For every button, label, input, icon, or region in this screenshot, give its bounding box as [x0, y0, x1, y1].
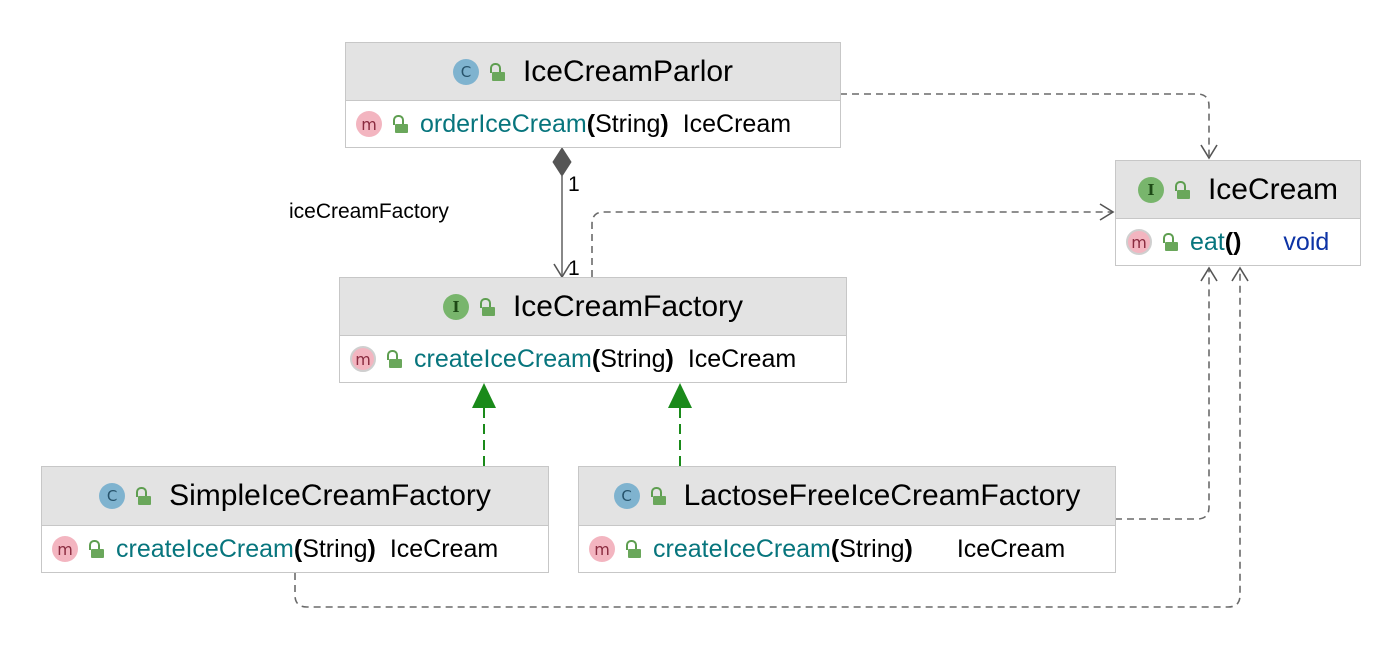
- interface-icon: I: [1137, 176, 1164, 203]
- public-lock-icon: [1174, 180, 1190, 199]
- source-multiplicity: 1: [568, 173, 580, 196]
- class-icon: C: [99, 483, 126, 509]
- public-lock-icon: [479, 297, 495, 316]
- method-params: String: [600, 344, 666, 373]
- method-params: String: [595, 109, 661, 138]
- method-params: String: [302, 534, 368, 563]
- method-name: orderIceCream: [420, 109, 587, 138]
- method-params: String: [839, 534, 905, 563]
- method-row[interactable]: m orderIceCream ( String ) IceCream: [346, 101, 840, 147]
- class-name: IceCreamFactory: [512, 289, 744, 323]
- method-return-type: void: [1283, 227, 1330, 256]
- method-return-type: IceCream: [682, 109, 792, 138]
- abstract-method-icon: m: [350, 346, 376, 372]
- param-parens: (): [1224, 227, 1242, 256]
- class-name: SimpleIceCreamFactory: [169, 479, 491, 512]
- method-icon: m: [589, 536, 615, 562]
- method-name: createIceCream: [116, 534, 294, 563]
- param-open: (: [591, 344, 601, 373]
- class-header: I IceCreamFactory: [340, 278, 846, 336]
- method-icon: m: [52, 536, 78, 562]
- interface-icecreamfactory[interactable]: I IceCreamFactory m createIceCream ( Str…: [339, 277, 847, 383]
- realization-lactosefree-arrowhead: [668, 383, 692, 408]
- class-header: I IceCream: [1116, 161, 1360, 219]
- method-name: createIceCream: [414, 344, 592, 373]
- public-lock-icon: [88, 540, 104, 558]
- composition-diamond: [552, 147, 572, 177]
- class-header: C LactoseFreeIceCreamFactory: [579, 467, 1115, 526]
- class-icon: C: [613, 483, 640, 509]
- dependency-parlor-to-icecream: [840, 93, 1210, 156]
- class-name: IceCream: [1207, 172, 1339, 206]
- method-name: createIceCream: [653, 534, 831, 563]
- param-close: ): [367, 534, 376, 563]
- param-open: (: [830, 534, 840, 563]
- class-simpleicecreamfactory[interactable]: C SimpleIceCreamFactory m createIceCream…: [41, 466, 549, 573]
- public-lock-icon: [650, 487, 666, 505]
- dependency-arrowhead: [1200, 266, 1218, 282]
- association-label: iceCreamFactory: [289, 200, 449, 223]
- class-icon: C: [452, 58, 479, 85]
- method-row[interactable]: m createIceCream ( String ) IceCream: [42, 526, 548, 572]
- param-open: (: [586, 109, 596, 138]
- public-lock-icon: [135, 487, 152, 505]
- dependency-factory-to-icecream: [591, 211, 1112, 277]
- method-return-type: IceCream: [956, 534, 1066, 563]
- dependency-lactosefree-to-icecream: [1115, 270, 1210, 520]
- dependency-arrowhead: [1099, 203, 1115, 221]
- public-lock-icon: [625, 540, 641, 558]
- param-close: ): [660, 109, 669, 138]
- class-lactosefreeicecreamfactory[interactable]: C LactoseFreeIceCreamFactory m createIce…: [578, 466, 1116, 573]
- method-icon: m: [356, 111, 382, 137]
- public-lock-icon: [386, 350, 402, 368]
- dependency-arrowhead: [1200, 144, 1218, 160]
- class-header: C SimpleIceCreamFactory: [42, 467, 548, 526]
- dependency-simple-to-icecream: [294, 270, 1241, 608]
- target-multiplicity: 1: [568, 257, 580, 280]
- interface-icon: I: [442, 293, 469, 320]
- method-row[interactable]: m createIceCream ( String ) IceCream: [340, 336, 846, 382]
- class-header: C IceCreamParlor: [346, 43, 840, 101]
- param-close: ): [904, 534, 913, 563]
- method-return-type: IceCream: [687, 344, 797, 373]
- method-return-type: IceCream: [389, 534, 499, 563]
- realization-simple-arrowhead: [472, 383, 496, 408]
- public-lock-icon: [1162, 233, 1178, 251]
- method-row[interactable]: m createIceCream ( String ) IceCream: [579, 526, 1115, 572]
- class-icecreamparlor[interactable]: C IceCreamParlor m orderIceCream ( Strin…: [345, 42, 841, 148]
- param-open: (: [293, 534, 303, 563]
- class-name: LactoseFreeIceCreamFactory: [683, 479, 1081, 512]
- method-name: eat: [1190, 227, 1225, 256]
- public-lock-icon: [489, 62, 505, 81]
- public-lock-icon: [392, 115, 408, 133]
- class-name: IceCreamParlor: [522, 54, 734, 88]
- dependency-arrowhead: [1231, 266, 1249, 282]
- abstract-method-icon: m: [1126, 229, 1152, 255]
- param-close: ): [665, 344, 674, 373]
- interface-icecream[interactable]: I IceCream m eat () void: [1115, 160, 1361, 266]
- method-row[interactable]: m eat () void: [1116, 219, 1360, 265]
